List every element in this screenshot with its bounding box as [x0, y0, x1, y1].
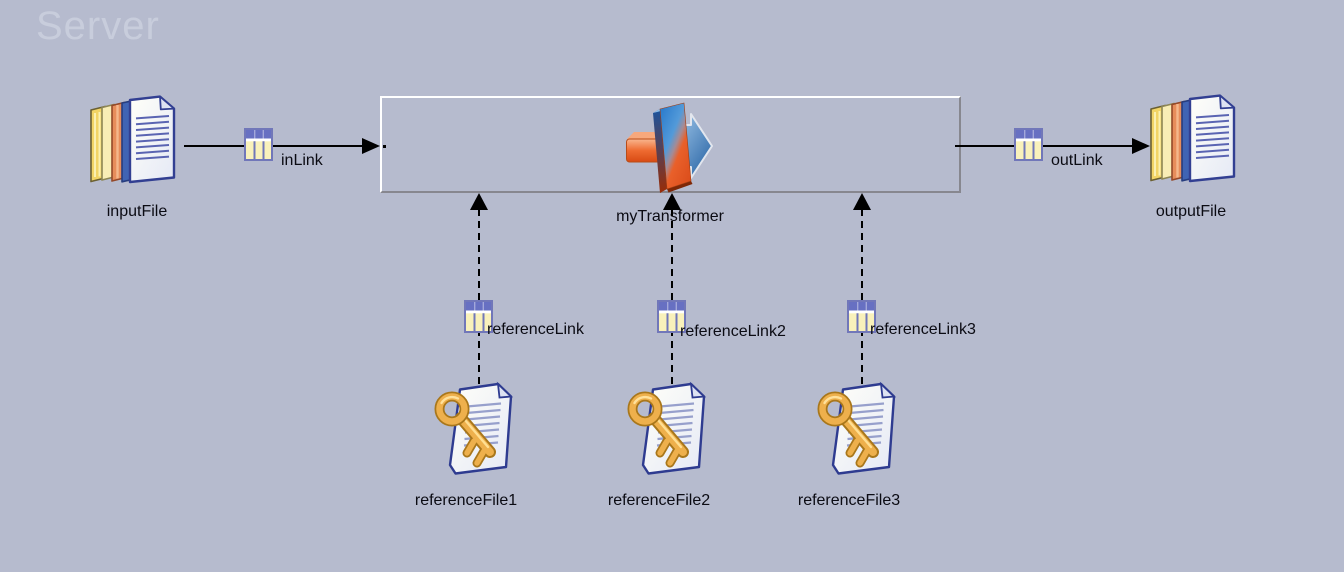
stage-label: referenceFile2	[607, 492, 711, 509]
stage-label: myTransformer	[616, 208, 724, 225]
link-label: referenceLink2	[680, 323, 786, 340]
arrowhead-up-icon	[663, 193, 681, 210]
link-line	[184, 145, 364, 147]
transformer-icon	[625, 97, 713, 193]
link-line	[955, 145, 1134, 147]
link-dashed-line	[861, 209, 863, 384]
link-dashed-line	[478, 209, 480, 384]
column-metadata-icon	[1014, 128, 1043, 161]
link-label: outLink	[1051, 152, 1103, 169]
link-label: inLink	[281, 152, 323, 169]
link-label: referenceLink	[487, 321, 584, 338]
arrowhead-up-icon	[470, 193, 488, 210]
sequential-file-icon	[1146, 93, 1242, 185]
arrowhead-right-icon	[362, 138, 380, 154]
server-watermark: Server	[36, 4, 160, 48]
hashed-file-key-icon	[429, 376, 521, 478]
hashed-file-key-icon	[622, 376, 714, 478]
stage-label: inputFile	[106, 203, 168, 220]
transformer-stage-box[interactable]	[380, 96, 961, 193]
hashed-file-key-icon	[812, 376, 904, 478]
link-anchor-dot	[383, 145, 386, 148]
link-dashed-line	[671, 209, 673, 384]
arrowhead-right-icon	[1132, 138, 1150, 154]
stage-label: referenceFile3	[797, 492, 901, 509]
stage-label: referenceFile1	[414, 492, 518, 509]
sequential-file-icon	[86, 94, 182, 186]
arrowhead-up-icon	[853, 193, 871, 210]
column-metadata-icon	[244, 128, 273, 161]
link-label: referenceLink3	[870, 321, 976, 338]
stage-label: outputFile	[1155, 203, 1227, 220]
